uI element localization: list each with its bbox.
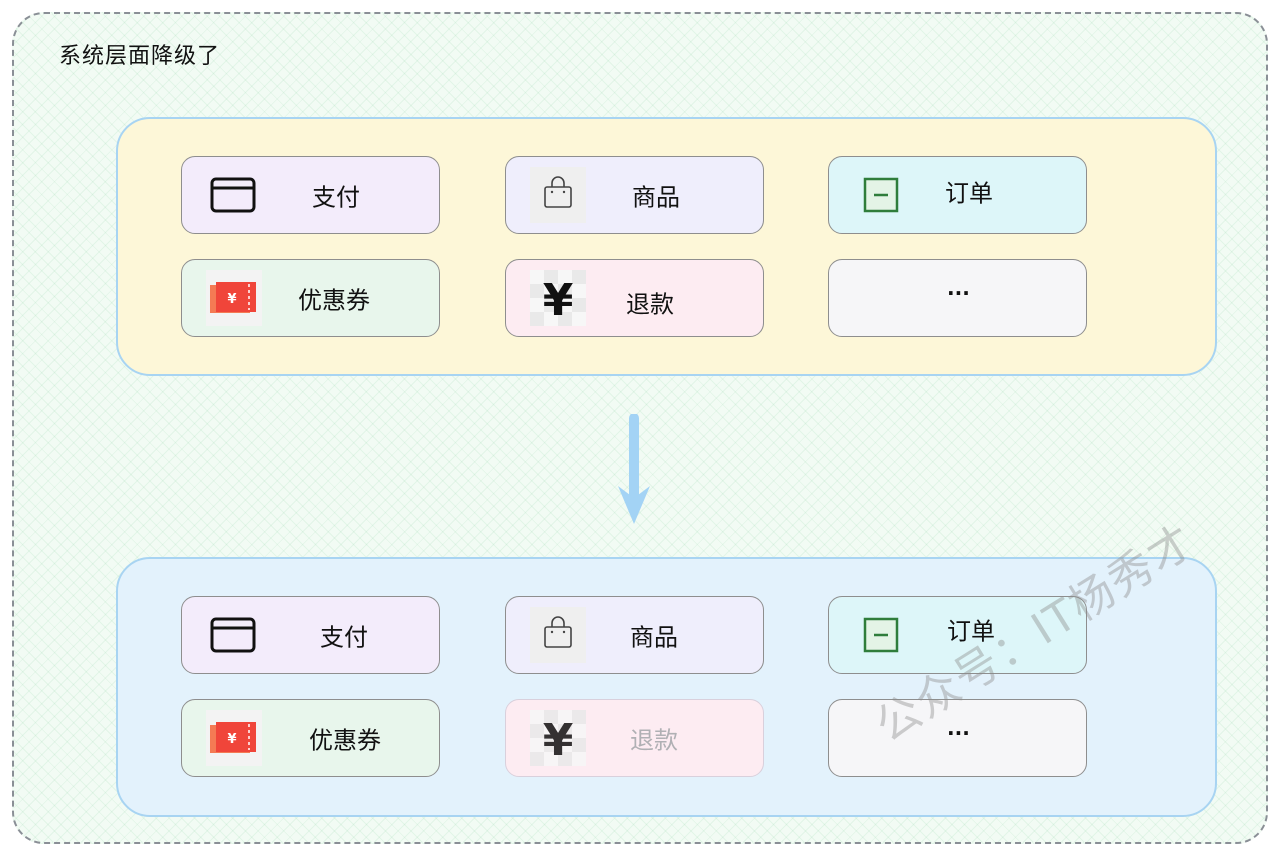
credit-card-icon — [210, 617, 256, 653]
card-label: 订单 — [947, 617, 995, 646]
coupon-ticket-icon: ¥ — [206, 270, 262, 326]
diagram-title: 系统层面降级了 — [59, 44, 221, 69]
card-label: 商品 — [630, 623, 678, 652]
shopping-bag-icon — [530, 167, 586, 223]
card-label: ... — [947, 276, 970, 300]
card-refund: ¥ 退款 — [505, 259, 764, 337]
card-label: ... — [947, 716, 970, 740]
card-more: ... — [828, 699, 1087, 777]
card-more: ... — [828, 259, 1087, 337]
card-pay: 支付 — [181, 596, 440, 674]
card-label: 优惠券 — [298, 286, 370, 315]
card-order: 订单 — [828, 596, 1087, 674]
order-minus-icon — [863, 177, 899, 213]
svg-text:¥: ¥ — [227, 732, 236, 747]
card-label: 商品 — [632, 183, 680, 212]
card-refund-degraded: ¥ 退款 — [505, 699, 764, 777]
card-goods: 商品 — [505, 156, 764, 234]
yuan-icon: ¥ — [530, 710, 586, 766]
credit-card-icon — [210, 177, 256, 213]
coupon-ticket-icon: ¥ — [206, 710, 262, 766]
shopping-bag-icon — [530, 607, 586, 663]
card-label: 支付 — [320, 623, 368, 652]
card-goods: 商品 — [505, 596, 764, 674]
svg-text:¥: ¥ — [543, 275, 574, 326]
card-label: 支付 — [312, 183, 360, 212]
card-label: 优惠券 — [309, 726, 381, 755]
down-arrow-icon — [618, 414, 650, 524]
card-coupon: ¥ 优惠券 — [181, 699, 440, 777]
yuan-icon: ¥ — [530, 270, 586, 326]
card-coupon: ¥ 优惠券 — [181, 259, 440, 337]
card-pay: 支付 — [181, 156, 440, 234]
card-label: 退款 — [626, 290, 674, 319]
card-order: 订单 — [828, 156, 1087, 234]
svg-text:¥: ¥ — [543, 715, 574, 766]
card-label: 退款 — [630, 726, 678, 755]
order-minus-icon — [863, 617, 899, 653]
svg-text:¥: ¥ — [227, 292, 236, 307]
card-label: 订单 — [945, 179, 993, 208]
